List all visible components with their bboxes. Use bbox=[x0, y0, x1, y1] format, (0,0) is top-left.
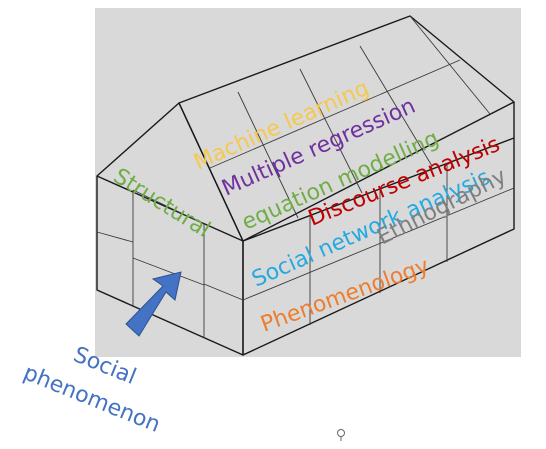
greenhouse-outline bbox=[96, 15, 515, 356]
entry-arrow-icon bbox=[125, 271, 182, 337]
pin-cursor-icon bbox=[337, 429, 345, 441]
background-panel bbox=[95, 8, 521, 357]
greenhouse-frame bbox=[96, 15, 515, 338]
